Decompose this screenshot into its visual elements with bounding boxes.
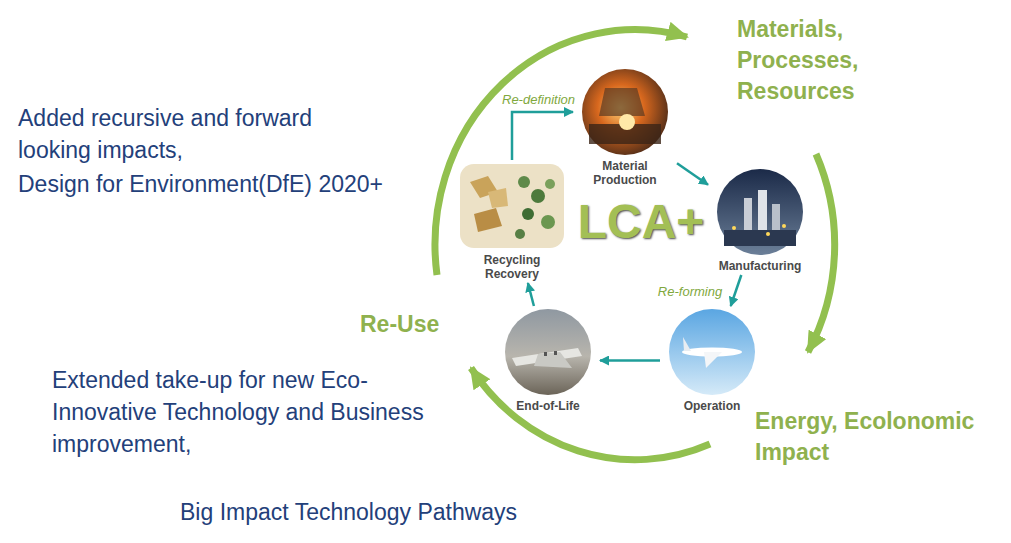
flow-arrow (528, 283, 534, 306)
stage-photo (662, 308, 762, 396)
center-title: LCA+ (578, 195, 705, 249)
flow-arrow (600, 359, 660, 362)
stage-label: Manufacturing (710, 259, 810, 273)
stage-photo (498, 308, 598, 396)
stage-label: Recycling Recovery (458, 253, 566, 281)
stage-label: Operation (662, 399, 762, 413)
flow-arrow (677, 163, 708, 184)
flow-arrow (731, 275, 742, 306)
cycle-label: Re-Use (360, 309, 439, 340)
edge-label: Re-definition (500, 92, 577, 107)
stage-label: Material Production (575, 159, 675, 187)
stage-node: End-of-Life (498, 308, 598, 413)
note-text: Big Impact Technology Pathways (180, 496, 517, 528)
cycle-arrow (471, 368, 710, 460)
note-text: Added recursive and forward looking impa… (18, 102, 318, 166)
stage-node: Manufacturing (710, 168, 810, 273)
cycle-arrow (808, 154, 835, 352)
flow-arrow (512, 112, 573, 160)
edge-label: Re-forming (656, 283, 724, 298)
cycle-label: Energy, Ecolonomic Impact (755, 406, 985, 468)
stage-photo (710, 168, 810, 256)
stage-node: Recycling Recovery (458, 162, 566, 281)
stage-photo (575, 68, 675, 156)
cycle-label: Materials, Processes, Resources (737, 14, 877, 107)
note-text: Extended take-up for new Eco-Innovative … (52, 364, 432, 460)
stage-node: Material Production (575, 68, 675, 187)
note-text: Design for Environment(DfE) 2020+ (18, 168, 383, 200)
stage-photo (458, 162, 566, 250)
stage-label: End-of-Life (498, 399, 598, 413)
stage-node: Operation (662, 308, 762, 413)
